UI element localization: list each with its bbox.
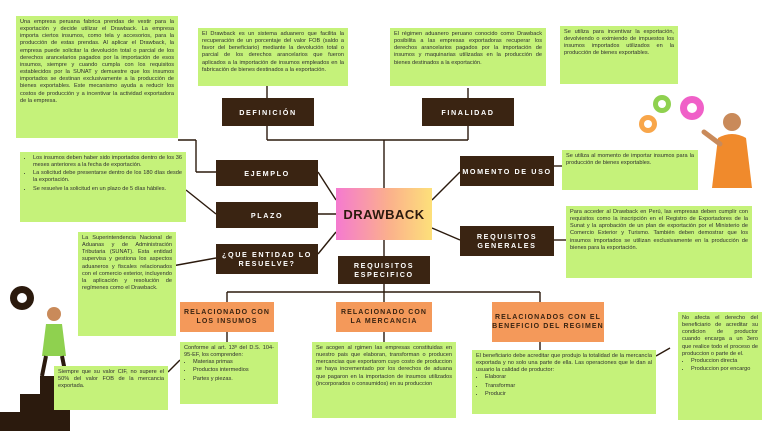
afecta-text: No afecta el derecho del beneficiario de… [678, 312, 762, 420]
definicion-text: El Drawback es un sistema aduanero que f… [198, 28, 348, 86]
node-relacionado-insumos: RELACIONADO CON LOS INSUMOS [180, 302, 274, 332]
node-momento: MOMENTO DE USO [460, 156, 554, 186]
list-item: Transformar [485, 383, 652, 390]
momento-text: Se utiliza al momento de importar insumo… [562, 150, 698, 190]
entidad-text: La Superintendencia Nacional de Aduanas … [78, 232, 176, 336]
list-item: Producir [485, 391, 652, 398]
list-item: Produccion por encargo [691, 366, 758, 373]
list-item: Materias primas [193, 359, 274, 366]
afecta-intro: No afecta el derecho del beneficiario de… [682, 315, 758, 357]
plazo-list: Los insumos deben haber sido importados … [20, 152, 186, 222]
node-relacionado-beneficio: RELACIONADOS CON EL BENEFICIO DEL REGIME… [492, 302, 604, 342]
node-requisitos-especifico: REQUISITOS ESPECIFICO [338, 256, 430, 284]
list-item: Partes y piezas. [193, 376, 274, 383]
node-definicion: DEFINICIÓN [222, 98, 314, 126]
node-plazo: PLAZO [216, 202, 318, 228]
node-entidad: ¿QUE ENTIDAD LO RESUELVE? [216, 244, 318, 274]
mercancia-text: Se acogen al rgimen las empresas constit… [312, 342, 456, 418]
list-item: Elaborar [485, 374, 652, 381]
finalidad-extra-text: Se utiliza para incentivar la exportació… [560, 26, 678, 84]
node-relacionado-mercancia: RELACIONADO CON LA MERCANCIA [336, 302, 432, 332]
list-item: La solicitud debe presentarse dentro de … [33, 170, 182, 184]
beneficio-text: El beneficiario debe acreditar que produ… [472, 350, 656, 414]
insumos-intro: Conforme al art. 13º del D.S. 104-95-EF,… [184, 345, 274, 359]
list-item: Produccion directa [691, 358, 758, 365]
requisitos-generales-text: Para acceder al Drawback en Perú, las em… [566, 206, 752, 278]
list-item: Los insumos deben haber sido importados … [33, 155, 182, 169]
gear-icon [10, 286, 34, 310]
finalidad-text: El régimen aduanero peruano conocido com… [390, 28, 546, 86]
node-ejemplo: EJEMPLO [216, 160, 318, 186]
node-requisitos-generales: REQUISITOS GENERALES [460, 226, 554, 256]
beneficio-intro: El beneficiario debe acreditar que produ… [476, 353, 652, 374]
ejemplo-text: Una empresa peruana fabrica prendas de v… [16, 16, 178, 138]
people-gears-illustration [639, 95, 752, 188]
list-item: Productos intermedios [193, 367, 274, 374]
insumos-text: Conforme al art. 13º del D.S. 104-95-EF,… [180, 342, 278, 404]
cif-text: Siempre que su valor CIF, no supere el 5… [54, 366, 168, 410]
person-illustration [701, 113, 752, 188]
gear-icon [639, 95, 704, 133]
node-finalidad: FINALIDAD [422, 98, 514, 126]
list-item: Se resuelve la solicitud en un plazo de … [33, 186, 182, 193]
central-topic: DRAWBACK [336, 188, 432, 240]
